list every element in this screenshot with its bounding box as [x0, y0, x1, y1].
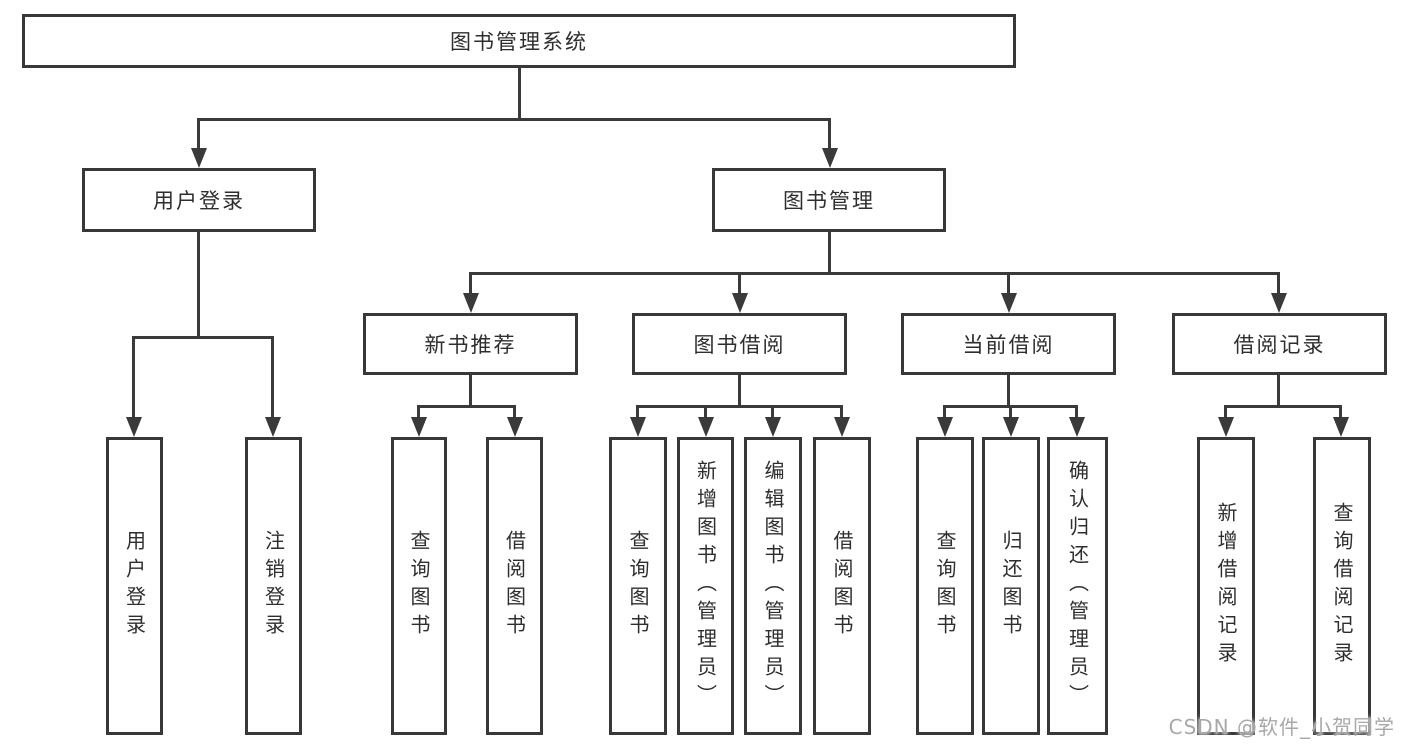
- leaf-add-books-admin: 新增图书（管理员）: [677, 437, 734, 735]
- arrow-down-icon: [126, 417, 142, 437]
- connector-line: [518, 68, 521, 121]
- connector-line: [704, 405, 707, 419]
- node-borrowing-records-label: 借阅记录: [1233, 333, 1326, 357]
- arrow-down-icon: [765, 417, 781, 437]
- node-book-borrowing: 图书借阅: [632, 313, 847, 375]
- connector-line: [132, 336, 135, 419]
- leaf-edit-books-admin: 编辑图书（管理员）: [744, 437, 802, 735]
- leaf-return-books: 归还图书: [982, 437, 1040, 735]
- connector-line: [1007, 375, 1010, 408]
- connector-line: [513, 405, 516, 419]
- connector-line: [636, 405, 843, 408]
- connector-line: [828, 118, 831, 150]
- leaf-logout-login-label: 注销登录: [261, 530, 286, 642]
- arrow-down-icon: [411, 417, 427, 437]
- arrow-down-icon: [1333, 417, 1349, 437]
- leaf-query-books-current-label: 查询图书: [933, 530, 957, 642]
- leaf-query-books-borrow: 查询图书: [609, 437, 667, 735]
- leaf-query-borrow-record: 查询借阅记录: [1313, 437, 1371, 735]
- connector-line: [197, 118, 200, 150]
- connector-line: [417, 405, 516, 408]
- node-current-borrowing: 当前借阅: [901, 313, 1116, 375]
- node-book-borrowing-label: 图书借阅: [693, 333, 786, 357]
- arrow-down-icon: [265, 417, 281, 437]
- connector-line: [469, 375, 472, 408]
- leaf-confirm-return-admin: 确认归还（管理员）: [1047, 437, 1108, 735]
- node-new-book-recommendation-label: 新书推荐: [424, 333, 517, 357]
- leaf-borrow-books-recommend-label: 借阅图书: [502, 530, 527, 642]
- connector-line: [197, 118, 831, 121]
- node-new-book-recommendation: 新书推荐: [363, 313, 578, 375]
- arrow-down-icon: [698, 417, 714, 437]
- connector-line: [828, 232, 831, 275]
- arrow-down-icon: [463, 293, 479, 313]
- leaf-query-borrow-record-label: 查询借阅记录: [1330, 502, 1354, 670]
- connector-line: [1007, 272, 1010, 297]
- connector-line: [271, 336, 274, 419]
- leaf-query-books-borrow-label: 查询图书: [626, 530, 650, 642]
- leaf-logout-login: 注销登录: [245, 437, 302, 735]
- connector-line: [738, 375, 741, 408]
- node-root-label: 图书管理系统: [450, 30, 588, 54]
- connector-line: [1075, 405, 1078, 419]
- connector-line: [943, 405, 946, 419]
- arrow-down-icon: [1271, 293, 1287, 313]
- leaf-edit-books-admin-label: 编辑图书（管理员）: [761, 460, 785, 712]
- arrow-down-icon: [834, 417, 850, 437]
- arrow-down-icon: [1069, 417, 1085, 437]
- node-book-management: 图书管理: [712, 168, 946, 232]
- connector-line: [1339, 405, 1342, 419]
- arrow-down-icon: [630, 417, 646, 437]
- connector-line: [1224, 405, 1342, 408]
- leaf-return-books-label: 归还图书: [999, 530, 1023, 642]
- connector-line: [469, 272, 472, 297]
- leaf-add-borrow-record: 新增借阅记录: [1197, 437, 1255, 735]
- connector-line: [132, 336, 274, 339]
- node-user-login: 用户登录: [82, 168, 316, 232]
- connector-line: [1277, 272, 1280, 297]
- connector-line: [1277, 375, 1280, 408]
- node-root: 图书管理系统: [22, 14, 1016, 68]
- arrow-down-icon: [822, 148, 838, 168]
- leaf-query-books-recommend-label: 查询图书: [407, 530, 431, 642]
- node-current-borrowing-label: 当前借阅: [962, 333, 1055, 357]
- node-borrowing-records: 借阅记录: [1172, 313, 1387, 375]
- leaf-add-books-admin-label: 新增图书（管理员）: [693, 460, 718, 712]
- leaf-borrow-books-borrow-label: 借阅图书: [830, 530, 854, 642]
- leaf-add-borrow-record-label: 新增借阅记录: [1214, 502, 1238, 670]
- connector-line: [636, 405, 639, 419]
- leaf-borrow-books-recommend: 借阅图书: [486, 437, 543, 735]
- arrow-down-icon: [937, 417, 953, 437]
- watermark: CSDN @软件_小贺同学: [1168, 715, 1395, 739]
- connector-line: [417, 405, 420, 419]
- connector-line: [1224, 405, 1227, 419]
- connector-line: [197, 232, 200, 336]
- leaf-query-books-recommend: 查询图书: [391, 437, 447, 735]
- arrow-down-icon: [1003, 417, 1019, 437]
- leaf-borrow-books-borrow: 借阅图书: [813, 437, 871, 735]
- connector-line: [840, 405, 843, 419]
- connector-line: [1009, 405, 1012, 419]
- leaf-query-books-current: 查询图书: [916, 437, 974, 735]
- node-user-login-label: 用户登录: [153, 189, 245, 213]
- arrow-down-icon: [1218, 417, 1234, 437]
- arrow-down-icon: [507, 417, 523, 437]
- arrow-down-icon: [1001, 293, 1017, 313]
- leaf-confirm-return-admin-label: 确认归还（管理员）: [1065, 460, 1090, 712]
- connector-line: [771, 405, 774, 419]
- leaf-user-login: 用户登录: [106, 437, 163, 735]
- connector-line: [469, 272, 1279, 275]
- node-book-management-label: 图书管理: [783, 189, 875, 213]
- arrow-down-icon: [191, 148, 207, 168]
- leaf-user-login-label: 用户登录: [122, 530, 147, 642]
- connector-line: [738, 272, 741, 297]
- arrow-down-icon: [732, 293, 748, 313]
